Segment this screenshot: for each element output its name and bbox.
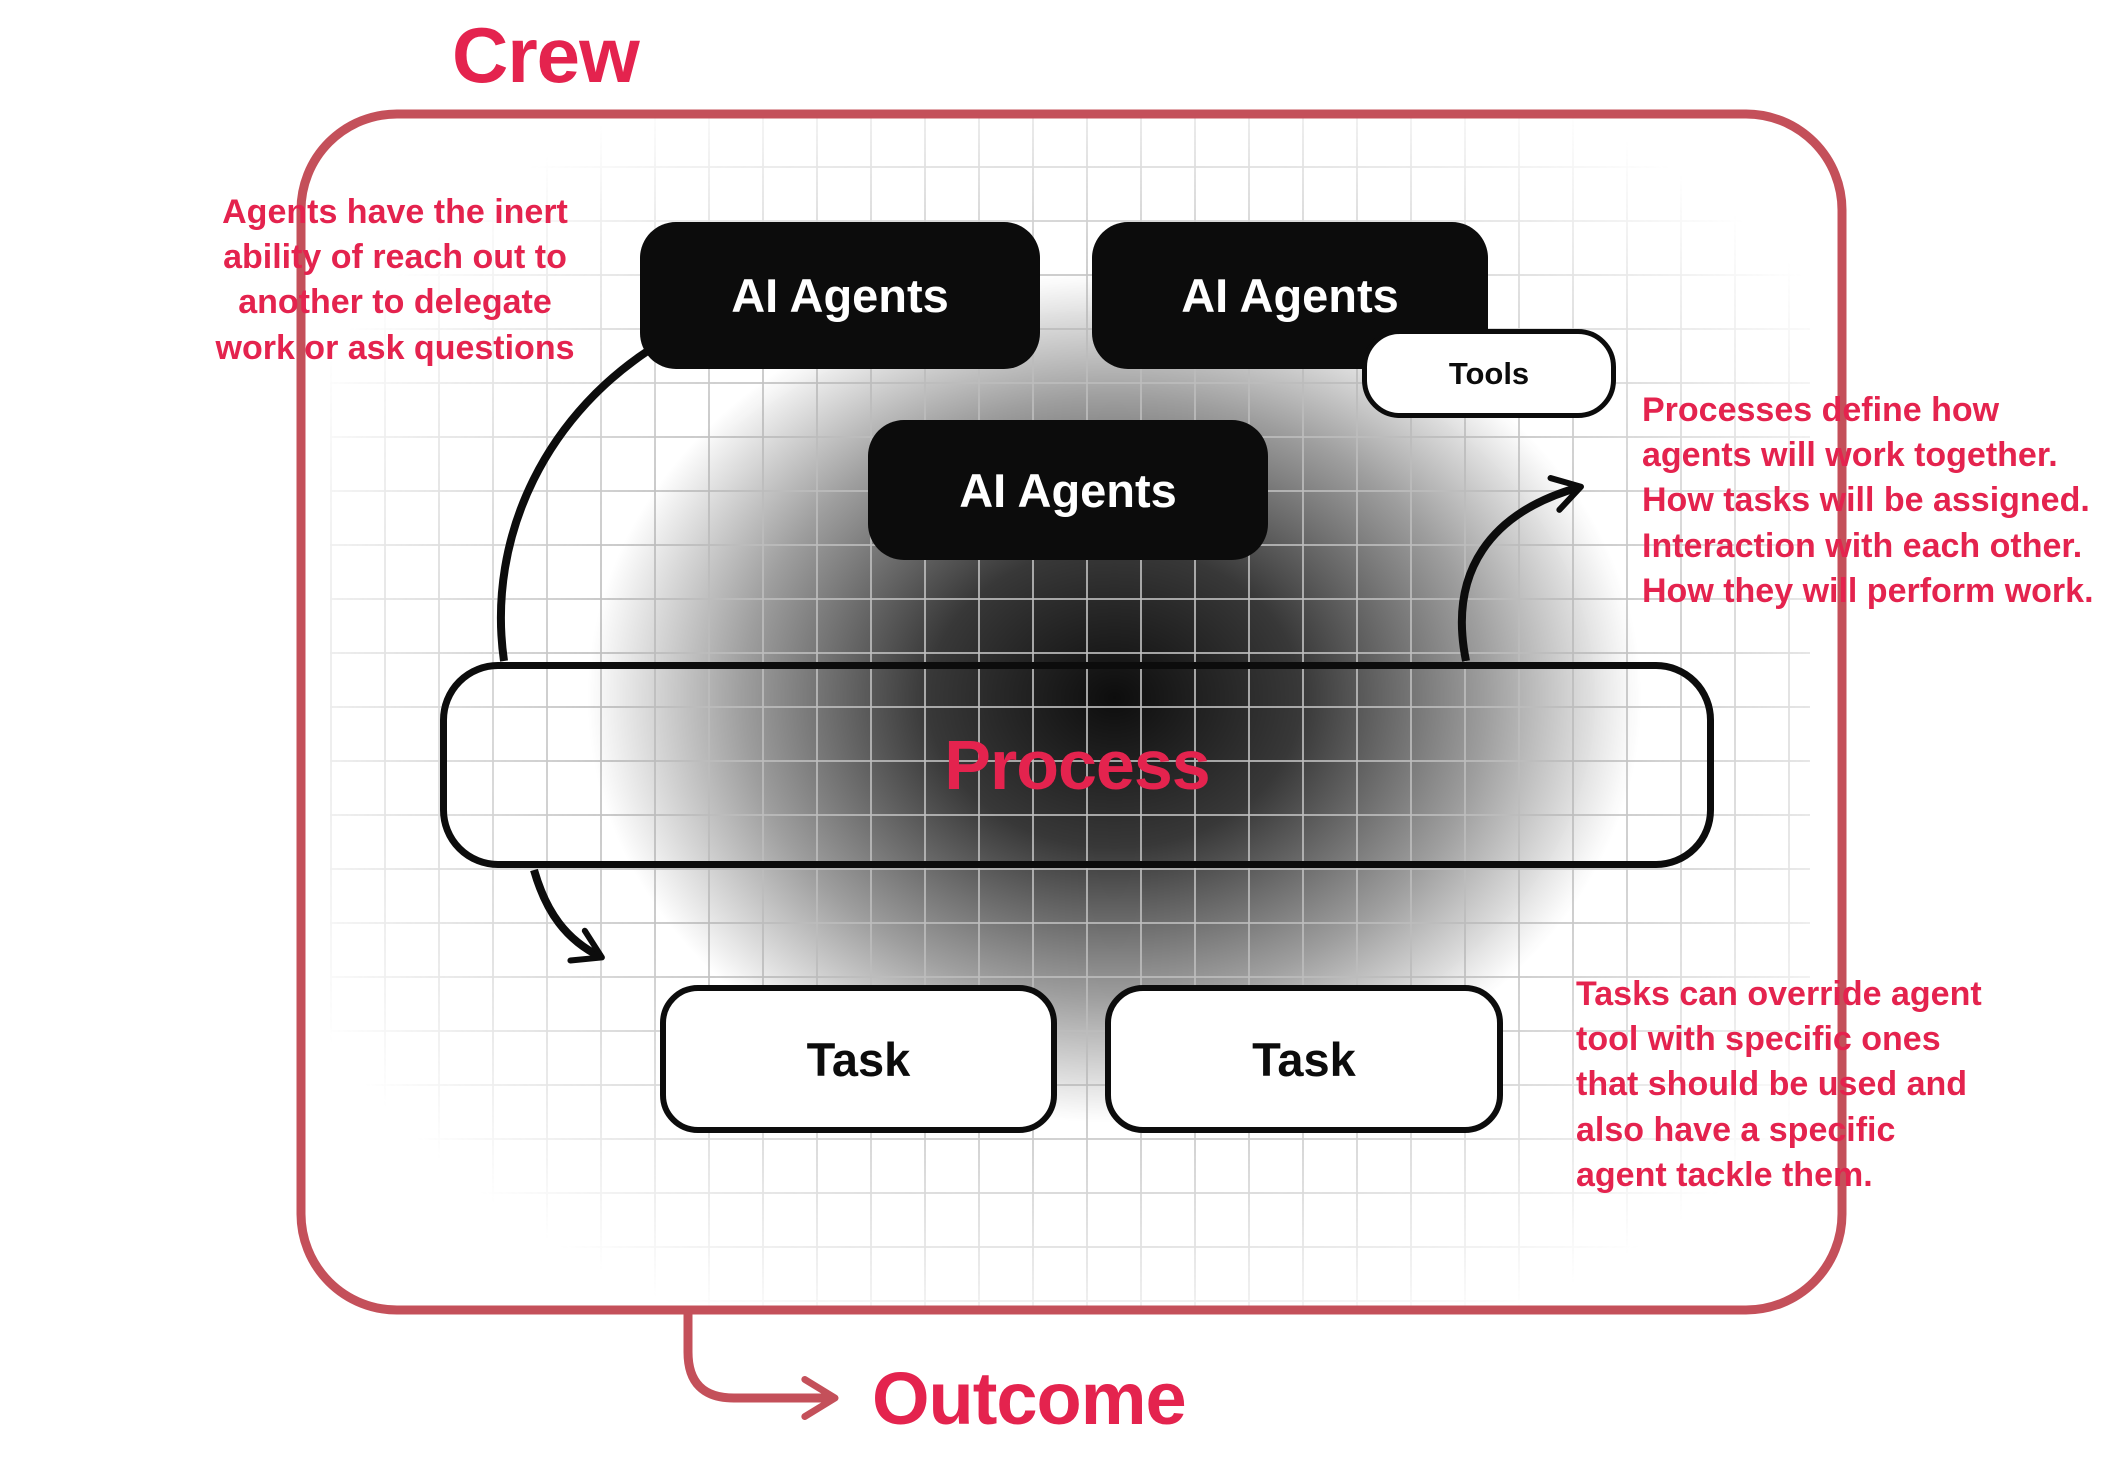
annotation-agents-delegation: Agents have the inert ability of reach o…	[215, 193, 575, 367]
annotation-process-definition: Processes define how agents will work to…	[1642, 391, 2094, 610]
tools-box: Tools	[1362, 329, 1616, 418]
outcome-arrow	[683, 1308, 839, 1420]
ai-agents-label: AI Agents	[1181, 269, 1399, 322]
task-label: Task	[806, 1032, 911, 1086]
process-box: Process	[440, 662, 1714, 868]
ai-agents-label: AI Agents	[959, 463, 1177, 517]
outcome-label: Outcome	[872, 1357, 1187, 1440]
ai-agents-label: AI Agents	[731, 269, 949, 322]
task-box-2: Task	[1105, 985, 1503, 1133]
ai-agents-box-1: AI Agents	[640, 222, 1040, 369]
process-label: Process	[944, 726, 1210, 804]
task-label: Task	[1252, 1032, 1356, 1086]
task-box-1: Task	[660, 985, 1057, 1133]
crew-title: Crew	[452, 11, 640, 99]
annotation-task-override: Tasks can override agent tool with speci…	[1576, 975, 1982, 1194]
ai-agents-box-3: AI Agents	[868, 420, 1268, 560]
tools-label: Tools	[1448, 355, 1530, 391]
